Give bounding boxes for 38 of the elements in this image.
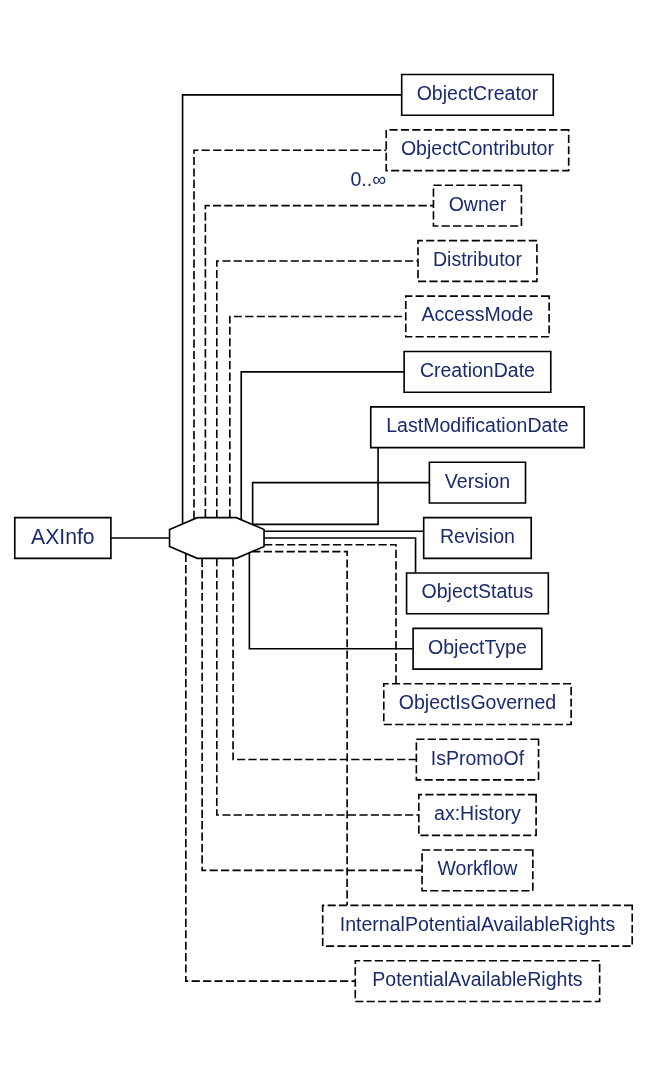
connector [229,315,406,519]
connector [251,481,431,526]
node-box: Revision [422,516,533,560]
node-box: InternalPotentialAvailableRights [321,904,634,947]
node-box: AccessMode [404,295,550,338]
connector [248,552,414,650]
node-box: LastModificationDate [369,406,585,449]
connector [193,149,387,520]
node-box: AXInfo [13,516,112,560]
node-box: Distributor [417,239,538,283]
node-box: ObjectStatus [405,572,550,615]
connector [181,94,403,525]
node-label: 0..∞ [350,168,387,191]
node-box: ObjectType [412,627,543,670]
node-box: ObjectContributor [385,129,570,172]
node-octagon [168,516,265,560]
connector [215,260,419,519]
connector [204,204,434,519]
node-box: IsPromoOf [415,738,540,781]
connector [110,537,171,539]
connector [263,537,417,574]
connector [263,530,425,533]
node-box: ObjectIsGoverned [382,683,572,726]
connector [251,550,348,906]
connector [263,543,397,685]
node-box: CreationDate [403,350,552,393]
node-box: PotentialAvailableRights [354,959,601,1003]
node-box: ax:History [418,793,537,837]
connector [232,557,417,761]
node-box: Version [428,461,527,504]
node-box: ObjectCreator [400,73,555,117]
connector [251,447,379,526]
connector [215,557,420,816]
node-box: Workflow [421,849,534,892]
connector [185,552,356,982]
connector [201,557,423,872]
connector [240,371,405,521]
node-box: Owner [432,184,523,227]
